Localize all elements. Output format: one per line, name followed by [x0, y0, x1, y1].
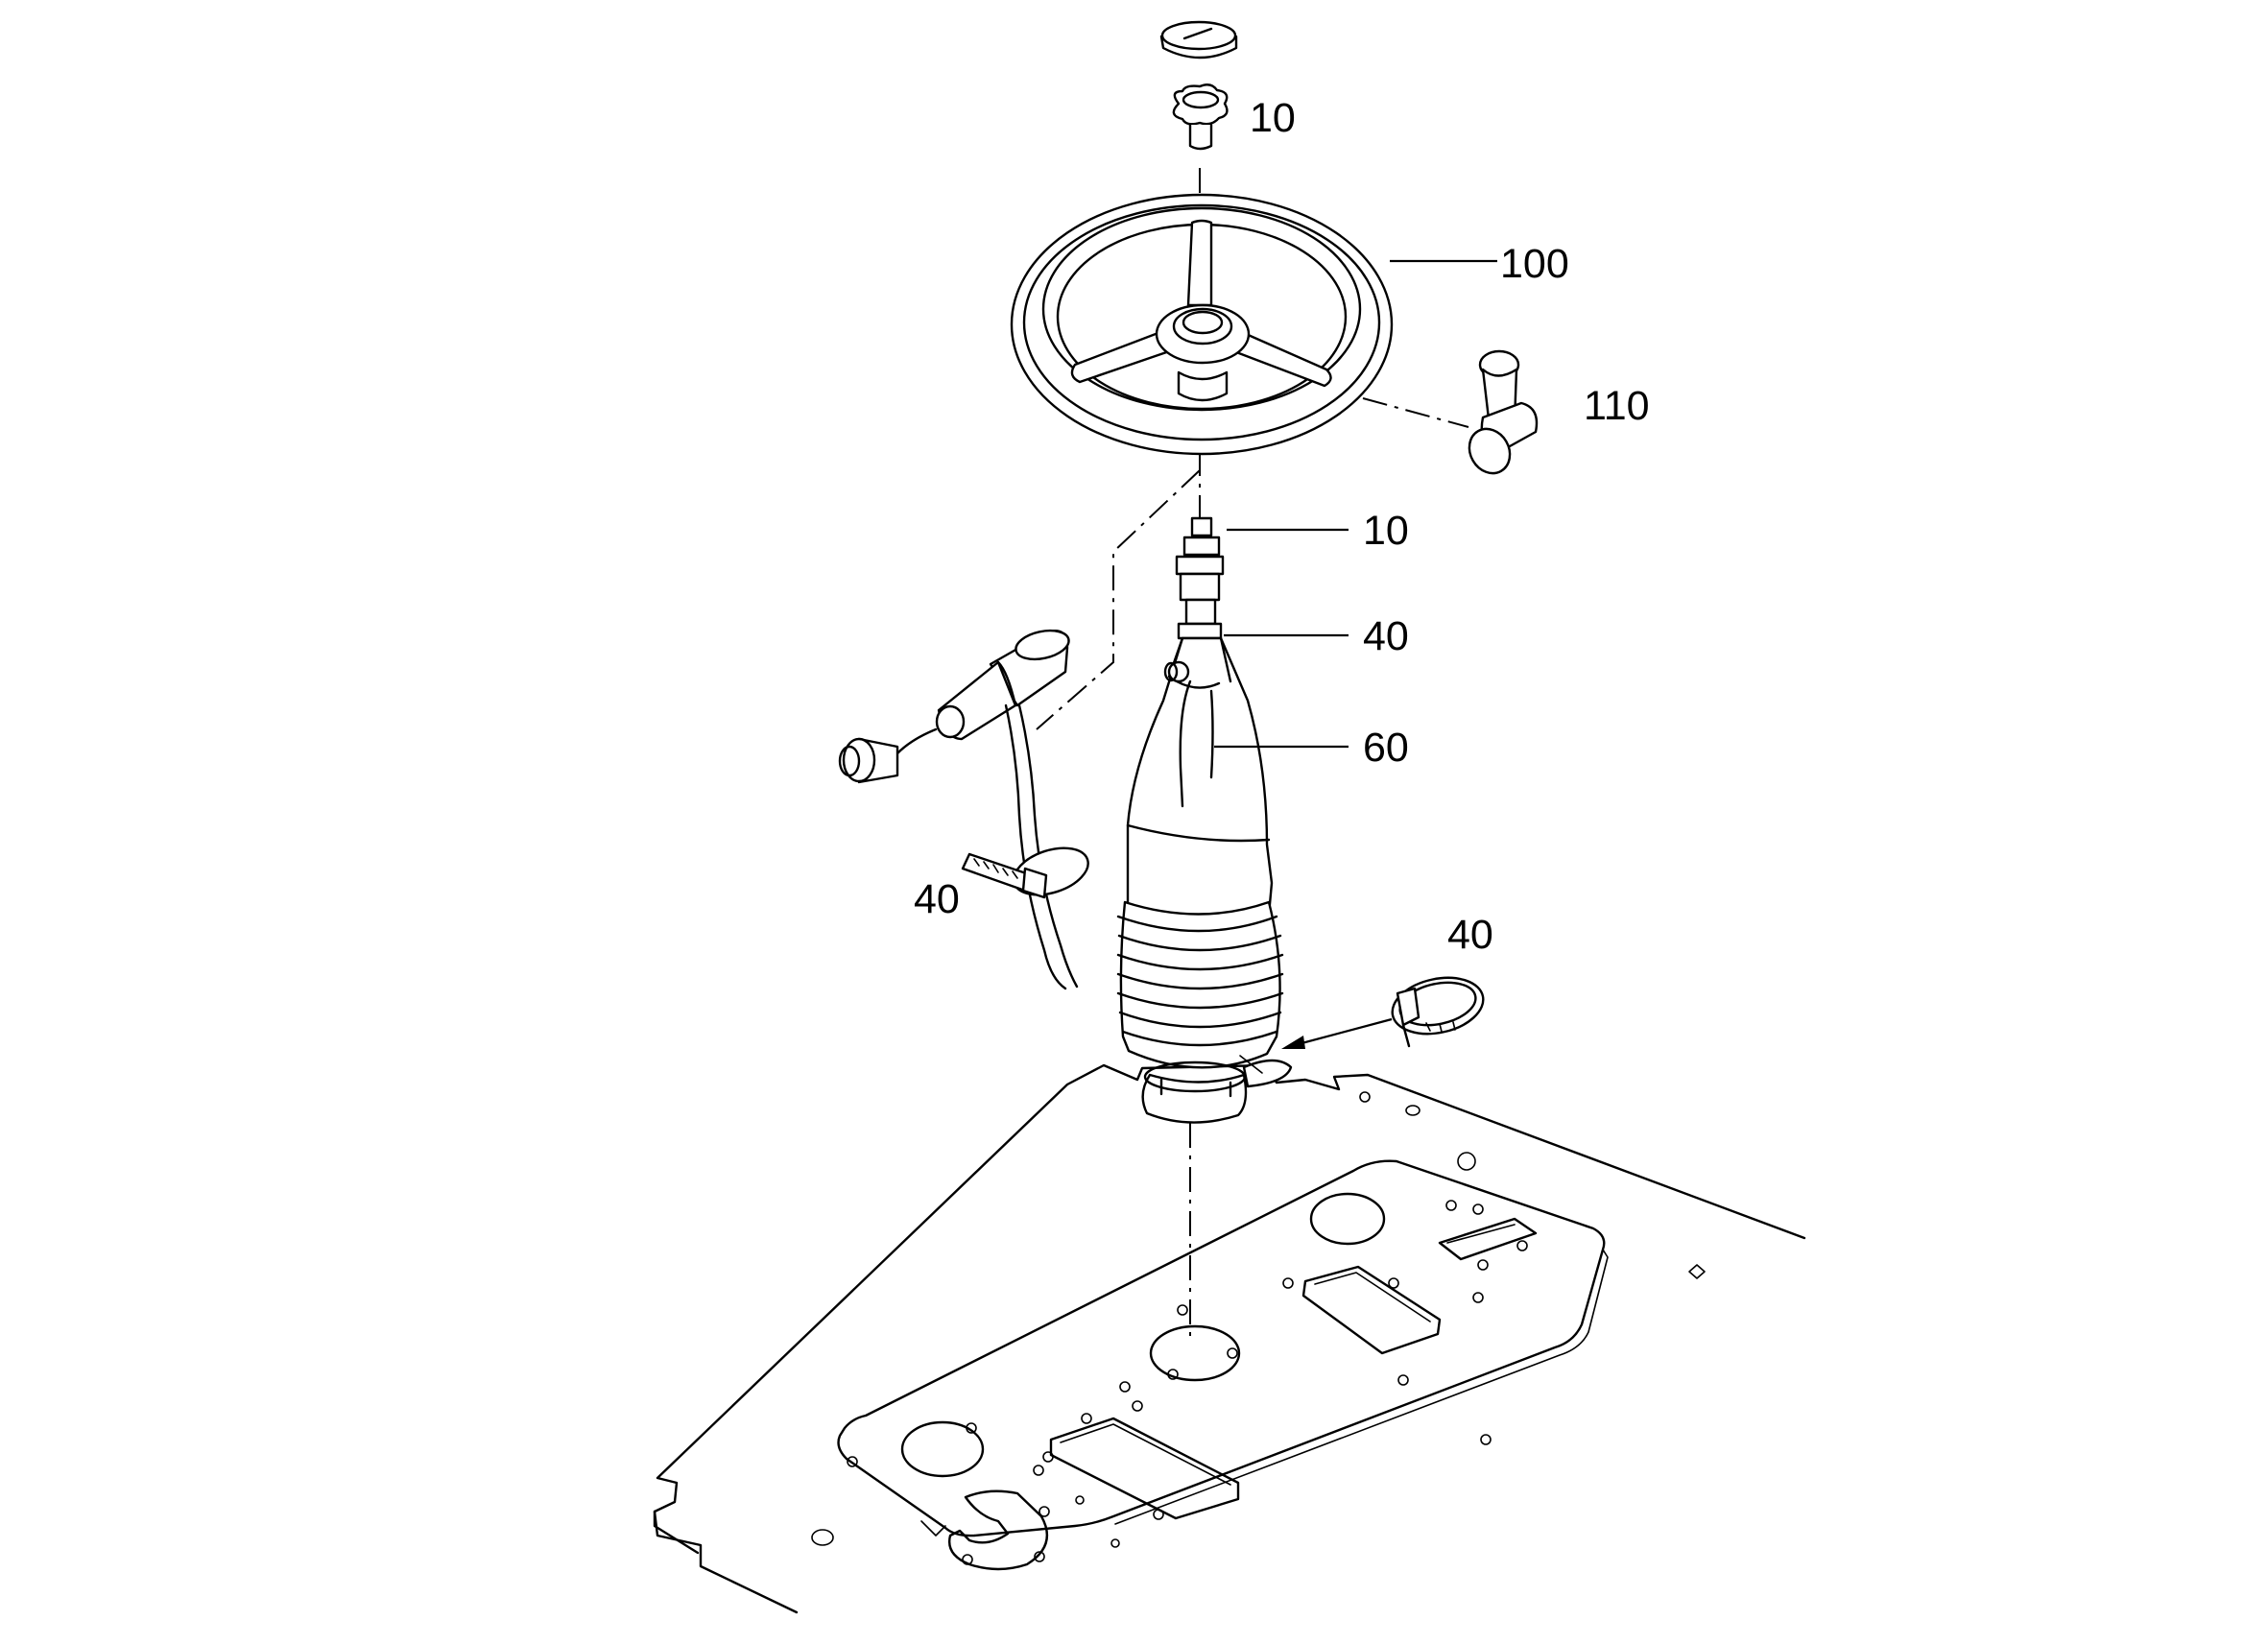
- spinner-knob: [1468, 349, 1539, 475]
- assembly-centerlines: [1036, 168, 1469, 1339]
- callout-hose-clamp: 40: [1447, 912, 1493, 958]
- leader-lines: [1214, 259, 1497, 749]
- callout-column-collar: 40: [1363, 613, 1409, 659]
- floor-plate: [653, 1063, 1806, 1614]
- combination-switch: [838, 629, 1079, 990]
- callout-steering-column: 60: [1363, 725, 1409, 771]
- callout-steering-wheel: 100: [1500, 241, 1569, 287]
- cap: [1159, 20, 1238, 60]
- star-nut: [1172, 83, 1229, 151]
- steering-wheel: [1010, 193, 1394, 456]
- steering-column: [1116, 516, 1293, 1124]
- hose-clamp: [1281, 976, 1485, 1049]
- callout-cap-nut: 10: [1250, 95, 1296, 141]
- callout-cable-tie: 40: [914, 876, 960, 922]
- callout-column-nut: 10: [1363, 508, 1409, 554]
- bellows: [1116, 900, 1284, 1069]
- callout-spinner-knob: 110: [1584, 383, 1650, 429]
- cable-tie: [961, 846, 1089, 899]
